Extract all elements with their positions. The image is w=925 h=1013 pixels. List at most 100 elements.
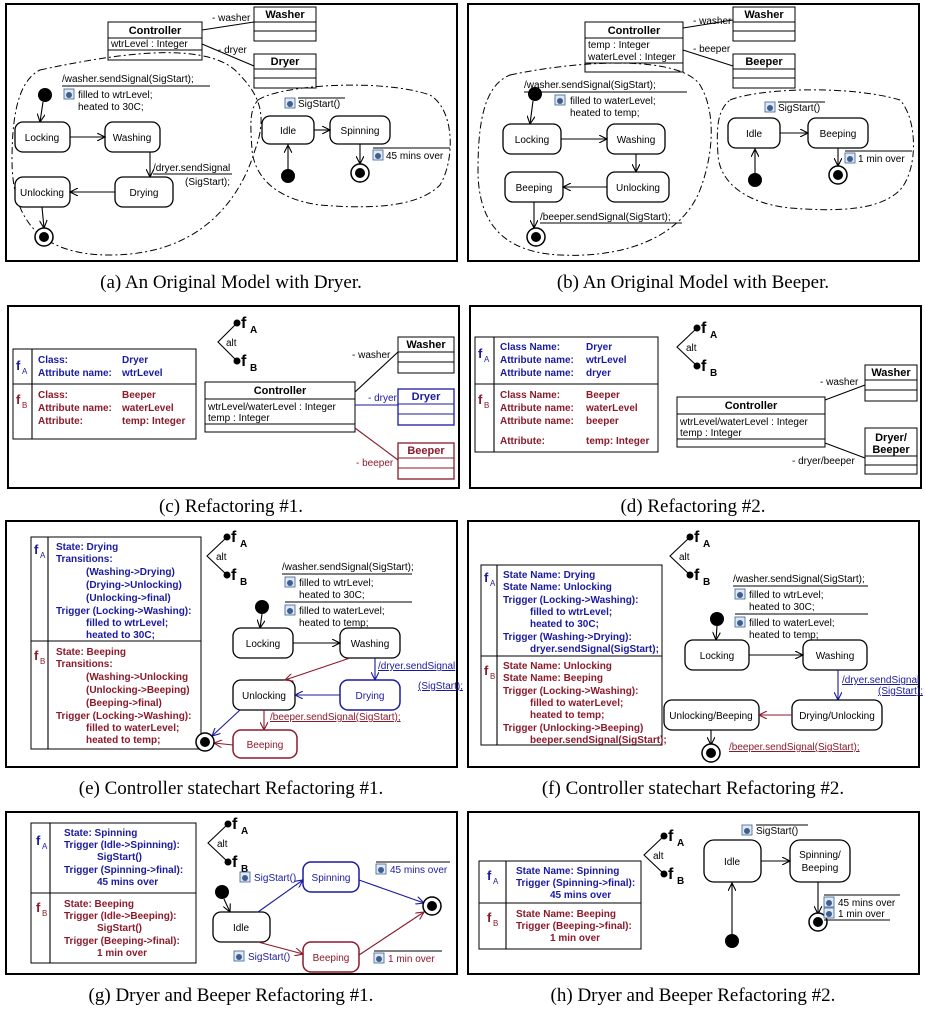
svg-text:wtrLevel/waterLevel : Integer: wtrLevel/waterLevel : Integer — [207, 402, 337, 413]
svg-text:filled to waterLevel;: filled to waterLevel; — [299, 606, 385, 617]
svg-text:B: B — [240, 577, 247, 588]
svg-text:Attribute:: Attribute: — [500, 436, 545, 447]
initial-e — [255, 600, 269, 614]
svg-text:Unlocking: Unlocking — [242, 691, 286, 702]
svg-text:Washing: Washing — [816, 651, 855, 662]
svg-text:Beeper: Beeper — [122, 390, 156, 401]
svg-text:B: B — [250, 363, 257, 374]
svg-text:45 mins over: 45 mins over — [390, 865, 448, 876]
svg-text:filled to wtrLevel;: filled to wtrLevel; — [749, 590, 823, 601]
region-controller-b — [477, 62, 712, 256]
caption-b: (b) An Original Model with Beeper. — [556, 272, 830, 293]
svg-text:1 min over: 1 min over — [388, 954, 435, 965]
svg-text:SigStart(): SigStart() — [97, 852, 142, 863]
svg-text:/dryer.sendSignal: /dryer.sendSignal — [842, 675, 919, 686]
svg-text:Attribute name:: Attribute name: — [500, 368, 574, 379]
svg-text:- beeper: - beeper — [356, 458, 394, 469]
svg-text:heated to temp;: heated to temp; — [299, 618, 369, 629]
svg-text:alt: alt — [686, 343, 697, 354]
svg-text:Controller: Controller — [725, 400, 778, 412]
svg-text:- dryer: - dryer — [368, 393, 398, 404]
svg-text:f: f — [36, 900, 41, 915]
class-washer-c: Washer — [397, 336, 455, 374]
initial-g — [215, 885, 229, 899]
initial-beeper-b — [748, 173, 762, 187]
svg-text:waterLevel: waterLevel — [121, 403, 174, 414]
svg-text:Trigger (Locking->Washing):: Trigger (Locking->Washing): — [56, 711, 191, 722]
class-washer-b: Washer — [732, 6, 796, 42]
svg-text:heated to 30C;: heated to 30C; — [749, 602, 815, 613]
svg-text:Drying: Drying — [130, 188, 159, 199]
washer-role: - washer — [212, 13, 251, 24]
svg-text:Trigger (Idle->Beeping):: Trigger (Idle->Beeping): — [64, 911, 177, 922]
svg-text:B: B — [42, 909, 47, 918]
svg-text:SigStart(): SigStart() — [248, 952, 290, 963]
svg-text:/washer.sendSignal(SigStart);: /washer.sendSignal(SigStart); — [524, 80, 656, 91]
class-controller-c: Controller wtrLevel/waterLevel : Integer… — [204, 381, 356, 433]
svg-text:Idle: Idle — [724, 857, 741, 868]
svg-text:beeper.sendSignal(SigStart);: beeper.sendSignal(SigStart); — [530, 735, 667, 746]
svg-text:(Washing->Unlocking: (Washing->Unlocking — [86, 672, 188, 683]
svg-text:Dryer/: Dryer/ — [875, 432, 907, 444]
svg-text:f: f — [484, 663, 489, 678]
svg-text:alt: alt — [216, 552, 227, 563]
svg-text:B: B — [677, 876, 684, 887]
feature-alt-e: f A f B alt — [206, 529, 247, 588]
svg-text:B: B — [40, 657, 45, 666]
svg-text:State Name: Unlocking: State Name: Unlocking — [503, 661, 612, 672]
svg-text:/beeper.sendSignal(SigStart);: /beeper.sendSignal(SigStart); — [540, 212, 671, 223]
svg-text:(SigStart);: (SigStart); — [418, 681, 463, 692]
state-beeping-e — [232, 729, 298, 759]
svg-text:1 min over: 1 min over — [550, 933, 600, 944]
svg-text:f: f — [231, 567, 237, 584]
svg-text:Beeping: Beeping — [313, 953, 350, 964]
svg-text:Unlocking/Beeping: Unlocking/Beeping — [669, 711, 752, 722]
svg-text:Attribute name:: Attribute name: — [500, 403, 574, 414]
region-beeper-b — [716, 89, 914, 211]
svg-text:Beeping: Beeping — [802, 863, 839, 874]
svg-text:filled to waterLevel;: filled to waterLevel; — [86, 723, 179, 734]
svg-text:Unlocking: Unlocking — [20, 188, 64, 199]
svg-text:alt: alt — [679, 552, 690, 563]
trig-45-a: 45 mins over — [386, 151, 444, 162]
svg-text:Beeping: Beeping — [820, 129, 857, 140]
svg-text:f: f — [484, 570, 489, 585]
class-washer-d: Washer — [864, 364, 918, 402]
svg-text:State: Drying: State: Drying — [56, 542, 118, 553]
svg-text:waterLevel : Integer: waterLevel : Integer — [587, 52, 676, 63]
svg-text:Attribute:: Attribute: — [38, 416, 83, 427]
svg-text:(Unlocking->final): (Unlocking->final) — [86, 593, 171, 604]
class-controller-b: Controller temp : Integer waterLevel : I… — [584, 21, 684, 73]
svg-text:f: f — [34, 542, 39, 557]
svg-text:Idle: Idle — [280, 126, 297, 137]
svg-text:/beeper.sendSignal(SigStart);: /beeper.sendSignal(SigStart); — [729, 742, 860, 753]
svg-text:B: B — [484, 401, 489, 410]
svg-text:Trigger (Idle->Spinning):: Trigger (Idle->Spinning): — [64, 840, 180, 851]
svg-text:Beeper: Beeper — [745, 56, 783, 68]
svg-text:Locking: Locking — [700, 651, 734, 662]
svg-text:A: A — [490, 579, 496, 588]
svg-text:Trigger (Spinning->final):: Trigger (Spinning->final): — [516, 878, 635, 889]
svg-text:A: A — [22, 367, 28, 376]
svg-text:temp: Integer: temp: Integer — [586, 436, 649, 447]
svg-text:SigStart(): SigStart() — [254, 873, 296, 884]
class-beeper-b: Beeper — [732, 53, 796, 89]
svg-text:Trigger (Unlocking->Beeping): Trigger (Unlocking->Beeping) — [503, 723, 643, 734]
svg-text:State Name: Beeping: State Name: Beeping — [516, 909, 616, 920]
svg-text:(SigStart);: (SigStart); — [878, 686, 923, 697]
svg-text:Trigger (Beeping->final):: Trigger (Beeping->final): — [516, 921, 632, 932]
svg-text:A: A — [42, 842, 48, 851]
svg-text:temp : Integer: temp : Integer — [680, 428, 742, 439]
svg-text:Beeper: Beeper — [872, 444, 910, 456]
svg-text:Spinning: Spinning — [341, 126, 380, 137]
svg-text:Beeping: Beeping — [516, 183, 553, 194]
svg-text:Trigger (Locking->Washing):: Trigger (Locking->Washing): — [56, 606, 191, 617]
svg-text:Transitions:: Transitions: — [56, 659, 113, 670]
svg-text:- washer: - washer — [820, 377, 859, 388]
svg-text:f: f — [701, 320, 707, 337]
svg-text:/washer.sendSignal(SigStart);: /washer.sendSignal(SigStart); — [733, 574, 865, 585]
svg-text:Class Name:: Class Name: — [500, 390, 560, 401]
svg-text:Washer: Washer — [744, 9, 784, 21]
feature-alt-f: f A f B alt — [669, 529, 710, 588]
